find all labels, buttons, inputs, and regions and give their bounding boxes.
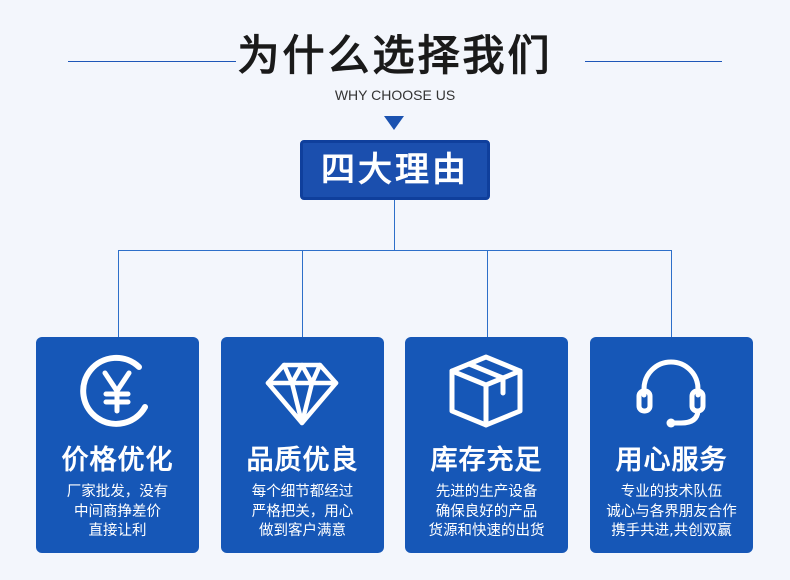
page-subtitle: WHY CHOOSE US [334,87,456,103]
title-line-left [68,61,236,62]
card-desc-line: 诚心与各界朋友合作 [606,503,737,520]
card-service: 用心服务 专业的技术队伍 诚心与各界朋友合作 携手共进,共创双赢 [590,337,753,553]
yen-coin-icon [80,354,148,427]
card-desc-line: 货源和快速的出货 [428,523,545,539]
connector-drop-4 [671,250,672,337]
card-desc-line: 直接让利 [88,523,147,539]
card-stock: 库存充足 先进的生产设备 确保良好的产品 货源和快速的出货 [405,337,568,553]
card-price: 价格优化 厂家批发，没有 中间商挣差价 直接让利 [36,337,199,553]
down-arrow-icon [384,116,404,130]
card-title: 用心服务 [615,445,728,476]
card-desc-line: 确保良好的产品 [435,503,538,520]
card-description: 专业的技术队伍 诚心与各界朋友合作 携手共进,共创双赢 [594,483,749,542]
headset-icon [636,359,706,428]
card-desc-line: 中间商挣差价 [74,503,161,520]
card-desc-line: 严格把关，用心 [251,503,354,520]
connector-drop-3 [487,250,488,337]
connector-drop-1 [118,250,119,337]
card-desc-line: 每个细节都经过 [251,484,354,500]
card-desc-line: 专业的技术队伍 [620,484,723,500]
card-desc-line: 携手共进,共创双赢 [611,523,732,539]
card-title: 价格优化 [61,445,174,476]
diamond-icon [265,362,339,426]
card-quality: 品质优良 每个细节都经过 严格把关，用心 做到客户满意 [221,337,384,553]
reasons-badge: 四大理由 [300,140,490,200]
connector-drop-2 [302,250,303,337]
card-description: 每个细节都经过 严格把关，用心 做到客户满意 [225,483,380,542]
card-desc-line: 先进的生产设备 [435,484,538,500]
connector-bar [118,250,672,251]
card-title: 库存充足 [430,445,543,476]
card-title: 品质优良 [246,445,359,476]
box-icon [449,354,523,428]
page-title: 为什么选择我们 [237,31,553,80]
card-description: 厂家批发，没有 中间商挣差价 直接让利 [40,483,195,542]
card-description: 先进的生产设备 确保良好的产品 货源和快速的出货 [409,483,564,542]
connector-stem [394,200,395,250]
card-desc-line: 做到客户满意 [259,523,346,539]
card-desc-line: 厂家批发，没有 [66,484,169,500]
title-line-right [585,61,722,62]
